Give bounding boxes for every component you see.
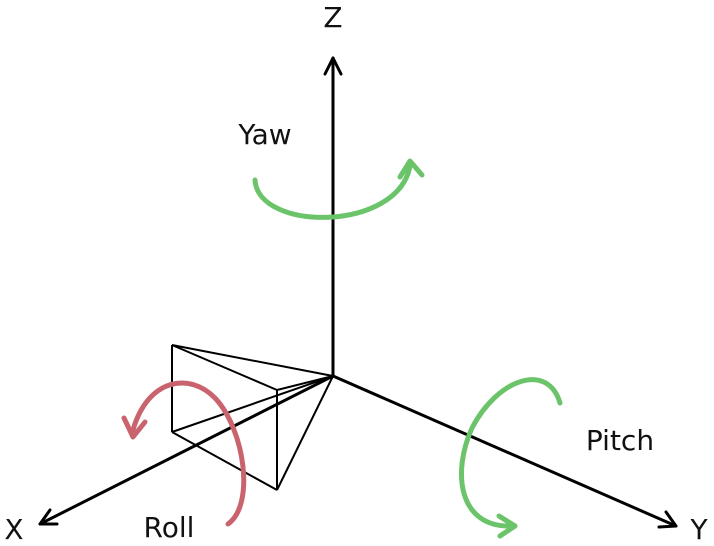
frustum-edge-top <box>171 344 334 377</box>
x-axis-label: X <box>4 513 23 546</box>
y-axis-arrowhead <box>657 510 678 529</box>
frustum-edge-left-front <box>171 375 334 433</box>
roll-arc <box>130 380 247 527</box>
z-axis-arrowhead <box>323 56 343 76</box>
yaw-rotation-arrow <box>252 158 425 220</box>
frustum-base-top <box>171 344 278 391</box>
roll-label: Roll <box>144 511 195 544</box>
z-axis-label: Z <box>323 1 342 34</box>
x-axis-line <box>38 374 335 526</box>
frustum-base-bottom <box>171 431 278 491</box>
camera-frustum <box>171 344 334 491</box>
y-axis-label: Y <box>689 513 708 546</box>
roll-rotation-arrow <box>121 380 247 527</box>
pitch-label: Pitch <box>586 424 654 457</box>
x-axis-arrowhead <box>38 508 59 526</box>
pitch-arc <box>459 377 563 529</box>
yaw-arrowhead <box>397 158 425 180</box>
frustum-edge-front-top <box>276 375 334 391</box>
roll-arrowhead <box>121 415 148 440</box>
yaw-arc <box>252 163 413 220</box>
y-axis-line <box>331 374 678 528</box>
axes <box>38 56 678 529</box>
pitch-arrowhead <box>496 513 518 539</box>
pitch-rotation-arrow <box>459 377 563 539</box>
frustum-edge-front-bottom <box>276 375 334 491</box>
yaw-label: Yaw <box>237 118 291 151</box>
